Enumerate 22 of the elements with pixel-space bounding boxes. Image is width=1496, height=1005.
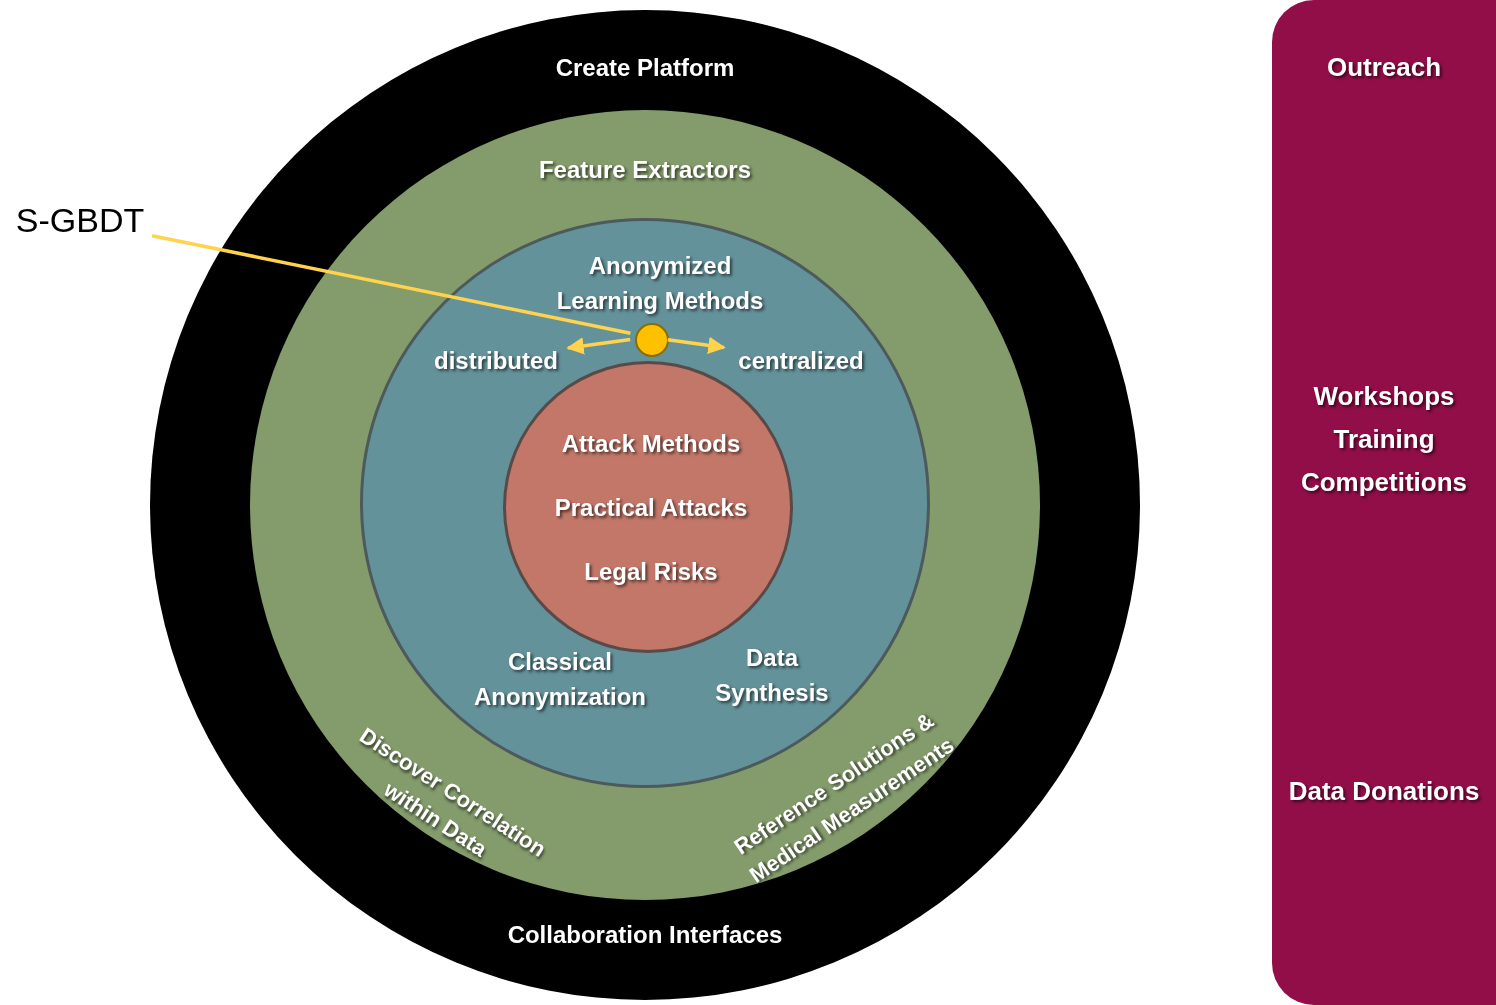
leader-line xyxy=(151,233,631,335)
callout-label: S-GBDT xyxy=(15,200,145,242)
ring-label: Anonymized Learning Methods xyxy=(555,251,765,316)
marker-dot xyxy=(635,323,669,357)
ring-label: Feature Extractors xyxy=(537,154,753,185)
direction-label: centralized xyxy=(738,345,864,376)
ring-label: Collaboration Interfaces xyxy=(506,919,784,950)
ring-label: Classical Anonymization xyxy=(473,647,647,712)
panel-text: Outreach xyxy=(1325,51,1443,85)
arrow xyxy=(566,337,631,355)
direction-label: distributed xyxy=(434,345,558,376)
ring-label: Legal Risks xyxy=(583,556,719,587)
arrow xyxy=(667,336,726,355)
ring-label: Attack Methods xyxy=(560,428,742,459)
ring-label: Data Synthesis xyxy=(714,643,830,708)
panel-text: Data Donations xyxy=(1287,775,1481,809)
panel-text: Competitions xyxy=(1299,466,1469,500)
side-panel xyxy=(1272,0,1496,1005)
ring-label: Create Platform xyxy=(554,52,736,83)
panel-text: Workshops xyxy=(1312,380,1456,414)
panel-text: Training xyxy=(1332,423,1436,457)
ring-label: Practical Attacks xyxy=(553,492,749,523)
